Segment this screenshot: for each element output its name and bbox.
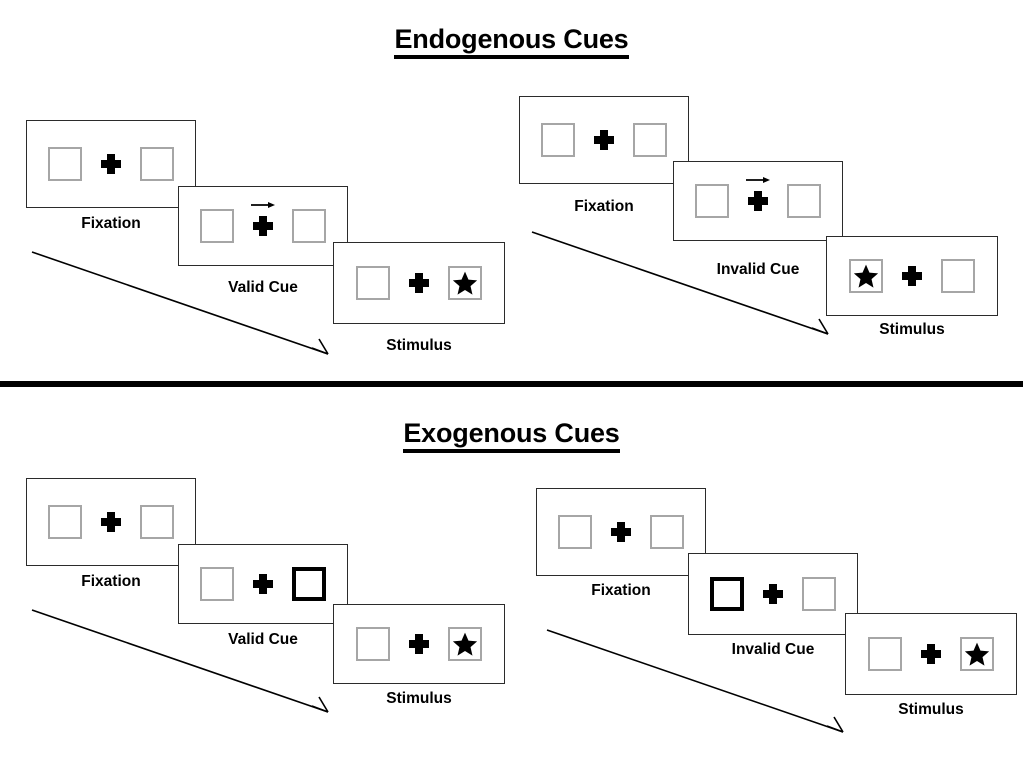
fixation-cross-icon bbox=[408, 272, 430, 294]
star-target-icon bbox=[452, 632, 478, 656]
right-target-box[interactable] bbox=[960, 637, 994, 671]
timeline-arrow-endogenous-invalid bbox=[531, 231, 829, 335]
right-placeholder-box[interactable] bbox=[140, 147, 174, 181]
caption-endogenous-valid-fixation: Fixation bbox=[81, 215, 141, 232]
caption-exogenous-valid-stimulus: Stimulus bbox=[386, 690, 452, 707]
right-placeholder-box[interactable] bbox=[633, 123, 667, 157]
caption-exogenous-valid-cue: Valid Cue bbox=[228, 631, 298, 648]
fixation-cross-icon bbox=[610, 521, 632, 543]
fixation-cross-icon bbox=[100, 511, 122, 533]
star-target-icon bbox=[452, 271, 478, 295]
right-placeholder-box[interactable] bbox=[292, 209, 326, 243]
left-placeholder-box[interactable] bbox=[541, 123, 575, 157]
caption-endogenous-invalid-stimulus: Stimulus bbox=[879, 321, 945, 338]
section-divider bbox=[0, 381, 1023, 387]
caption-exogenous-invalid-cue: Invalid Cue bbox=[731, 641, 815, 658]
right-placeholder-box[interactable] bbox=[802, 577, 836, 611]
caption-exogenous-invalid-fixation: Fixation bbox=[591, 582, 651, 599]
left-placeholder-box[interactable] bbox=[868, 637, 902, 671]
section-exogenous: Exogenous Cues Fixation Valid Cue bbox=[0, 388, 1023, 767]
left-placeholder-box[interactable] bbox=[200, 567, 234, 601]
right-arrow-cue-icon bbox=[746, 177, 770, 183]
fixation-cross-icon bbox=[901, 265, 923, 287]
section-title-endogenous-text: Endogenous Cues bbox=[394, 24, 629, 60]
timeline-arrow-exogenous-valid bbox=[31, 609, 329, 713]
right-placeholder-box[interactable] bbox=[140, 505, 174, 539]
frame-exogenous-valid-cue[interactable] bbox=[178, 544, 348, 624]
fixation-cross-icon bbox=[593, 129, 615, 151]
frame-endogenous-invalid-fixation[interactable] bbox=[519, 96, 689, 184]
star-target-icon bbox=[853, 264, 879, 288]
fixation-cross-icon bbox=[920, 643, 942, 665]
caption-endogenous-invalid-cue: Invalid Cue bbox=[716, 261, 800, 278]
right-arrow-cue-icon bbox=[251, 202, 275, 208]
frame-endogenous-valid-cue[interactable] bbox=[178, 186, 348, 266]
left-target-box[interactable] bbox=[849, 259, 883, 293]
caption-endogenous-valid-cue: Valid Cue bbox=[228, 279, 298, 296]
right-placeholder-box[interactable] bbox=[650, 515, 684, 549]
caption-endogenous-valid-stimulus: Stimulus bbox=[386, 337, 452, 354]
frame-exogenous-invalid-fixation[interactable] bbox=[536, 488, 706, 576]
left-placeholder-box[interactable] bbox=[48, 505, 82, 539]
caption-exogenous-invalid-stimulus: Stimulus bbox=[898, 701, 964, 718]
section-title-exogenous-text: Exogenous Cues bbox=[403, 418, 620, 454]
section-title-endogenous: Endogenous Cues bbox=[0, 24, 1023, 60]
left-placeholder-box[interactable] bbox=[558, 515, 592, 549]
right-target-box[interactable] bbox=[448, 627, 482, 661]
fixation-cross-icon bbox=[100, 153, 122, 175]
frame-endogenous-invalid-cue[interactable] bbox=[673, 161, 843, 241]
star-target-icon bbox=[964, 642, 990, 666]
section-title-exogenous: Exogenous Cues bbox=[0, 418, 1023, 454]
frame-exogenous-valid-fixation[interactable] bbox=[26, 478, 196, 566]
section-endogenous: Endogenous Cues Fixation Va bbox=[0, 0, 1023, 382]
left-placeholder-box[interactable] bbox=[356, 266, 390, 300]
caption-endogenous-invalid-fixation: Fixation bbox=[574, 198, 634, 215]
fixation-cross-icon bbox=[746, 177, 770, 212]
right-placeholder-box[interactable] bbox=[941, 259, 975, 293]
caption-exogenous-valid-fixation: Fixation bbox=[81, 573, 141, 590]
fixation-cross-icon bbox=[408, 633, 430, 655]
frame-exogenous-invalid-cue[interactable] bbox=[688, 553, 858, 635]
left-placeholder-box[interactable] bbox=[200, 209, 234, 243]
frame-exogenous-invalid-stimulus[interactable] bbox=[845, 613, 1017, 695]
fixation-cross-icon bbox=[251, 202, 275, 237]
left-placeholder-box[interactable] bbox=[356, 627, 390, 661]
frame-exogenous-valid-stimulus[interactable] bbox=[333, 604, 505, 684]
left-cue-box-highlighted[interactable] bbox=[710, 577, 744, 611]
right-placeholder-box[interactable] bbox=[787, 184, 821, 218]
frame-endogenous-valid-stimulus[interactable] bbox=[333, 242, 505, 324]
fixation-cross-icon bbox=[762, 583, 784, 605]
left-placeholder-box[interactable] bbox=[695, 184, 729, 218]
fixation-cross-icon bbox=[252, 573, 274, 595]
frame-endogenous-invalid-stimulus[interactable] bbox=[826, 236, 998, 316]
left-placeholder-box[interactable] bbox=[48, 147, 82, 181]
frame-endogenous-valid-fixation[interactable] bbox=[26, 120, 196, 208]
right-target-box[interactable] bbox=[448, 266, 482, 300]
right-cue-box-highlighted[interactable] bbox=[292, 567, 326, 601]
timeline-arrow-endogenous-valid bbox=[31, 251, 329, 355]
